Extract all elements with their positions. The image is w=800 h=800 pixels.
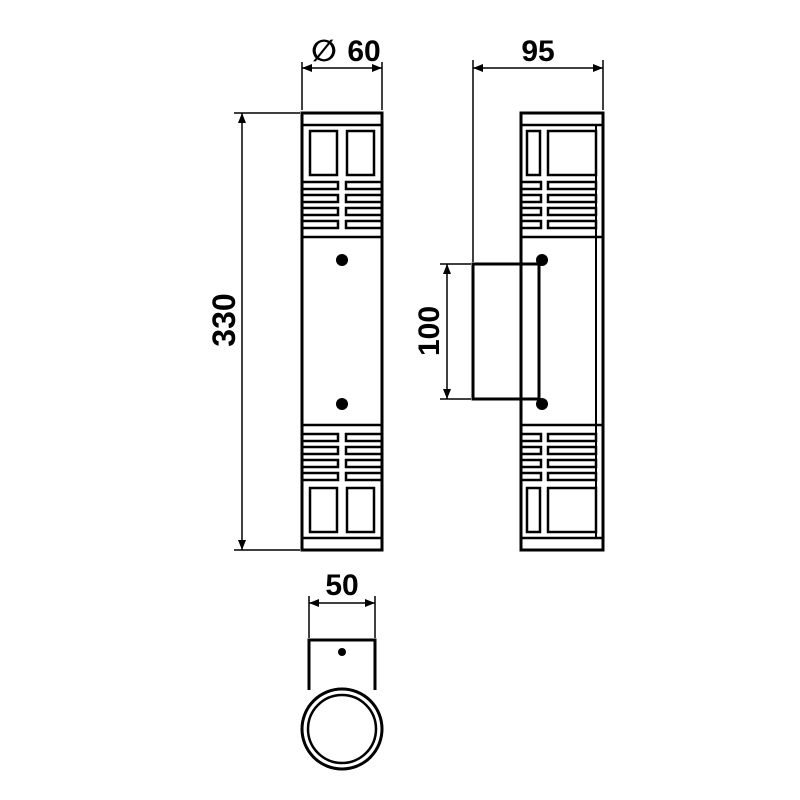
base-screw-hole: [338, 648, 346, 656]
diameter-dimension: ∅ 60: [301, 35, 383, 110]
diameter-label: 60: [347, 35, 380, 68]
front-bottom-window-right: [345, 486, 376, 534]
front-top-window-left: [308, 129, 339, 177]
side-bottom-cap: [519, 536, 605, 552]
front-top-slats: [300, 180, 384, 230]
base-tube-outer: [300, 687, 384, 771]
front-bottom-slats: [300, 432, 384, 482]
base-width-label: 50: [325, 569, 358, 602]
front-screw-bottom: [336, 398, 348, 410]
diameter-symbol: ∅: [311, 35, 337, 68]
front-body-outline: [300, 111, 384, 552]
front-bottom-window-left: [308, 486, 339, 534]
side-view: [471, 111, 605, 552]
side-bottom-window-left: [525, 486, 542, 534]
height-dimension: 330: [206, 112, 300, 551]
side-bottom-window-right: [546, 486, 598, 534]
base-plate: [307, 638, 377, 690]
side-bottom-slats: [519, 432, 598, 482]
side-top-window-right: [546, 129, 598, 177]
front-view: [300, 111, 384, 552]
bracket-height-label: 100: [413, 306, 446, 356]
front-screw-top: [336, 254, 348, 266]
side-top-window-left: [525, 129, 542, 177]
side-body-outline: [519, 111, 605, 552]
depth-dimension: 95: [472, 35, 604, 262]
side-top-cap: [519, 111, 605, 127]
front-top-window-right: [345, 129, 376, 177]
base-width-dimension: 50: [308, 569, 376, 638]
mounting-bracket: [471, 262, 541, 401]
bracket-height-dimension: 100: [413, 263, 471, 400]
front-bottom-cap: [300, 536, 384, 552]
base-view: [300, 638, 384, 771]
base-tube-inner: [306, 693, 378, 765]
side-top-slats: [519, 180, 598, 230]
height-label: 330: [206, 293, 242, 346]
side-screw-bottom: [536, 398, 548, 410]
depth-label: 95: [521, 35, 554, 68]
front-top-cap: [300, 111, 384, 127]
